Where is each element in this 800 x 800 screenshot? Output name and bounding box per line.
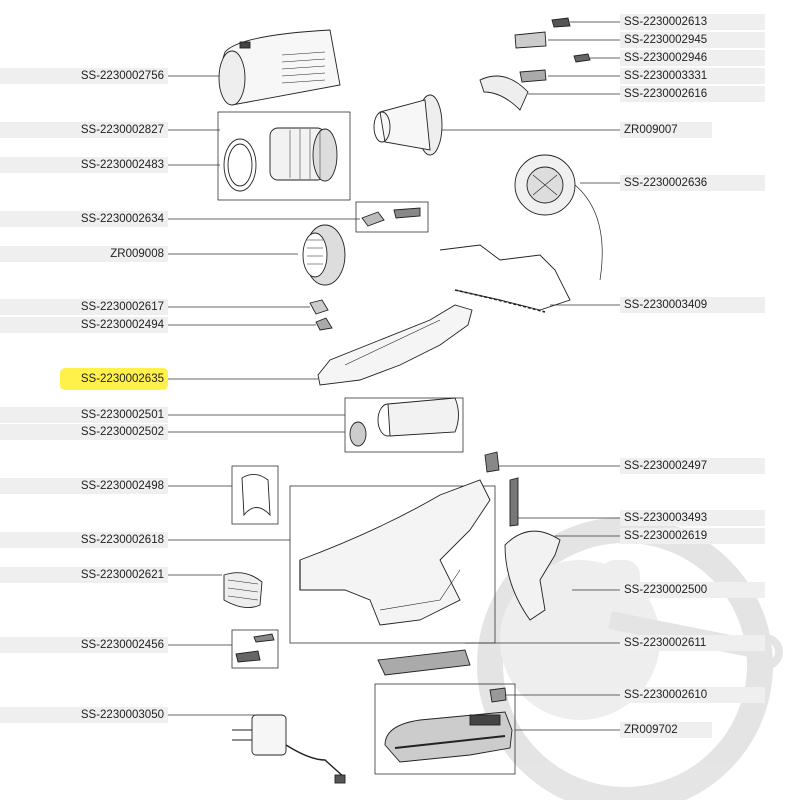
part-bracket-498 xyxy=(241,474,271,517)
part-latch-610 xyxy=(489,687,507,703)
part-filter-cartridge xyxy=(302,224,346,286)
part-grip xyxy=(223,572,263,609)
part-label-zr009702[interactable]: ZR009702 xyxy=(620,722,712,738)
part-label-zr009007[interactable]: ZR009007 xyxy=(620,122,712,138)
part-cyclone-housing xyxy=(218,29,341,106)
part-rail xyxy=(377,649,471,676)
part-battery-pack xyxy=(384,711,513,763)
part-label-ss-2230002483[interactable]: SS-2230002483 xyxy=(0,157,168,173)
part-label-ss-2230002497[interactable]: SS-2230002497 xyxy=(620,458,765,474)
part-rear-cover xyxy=(504,530,561,621)
part-filter-set xyxy=(223,127,338,192)
part-label-ss-2230003050[interactable]: SS-2230003050 xyxy=(0,707,168,723)
part-switch xyxy=(484,451,500,473)
part-label-ss-2230003331[interactable]: SS-2230003331 xyxy=(620,68,765,84)
part-wiring-harness xyxy=(439,244,571,313)
part-latch-a xyxy=(309,299,329,315)
part-label-ss-2230002616[interactable]: SS-2230002616 xyxy=(620,86,765,102)
part-screw-b xyxy=(514,31,547,49)
part-main-body xyxy=(299,479,491,626)
part-latch-b xyxy=(315,317,333,331)
part-nozzle xyxy=(349,397,459,447)
part-label-ss-2230002613[interactable]: SS-2230002613 xyxy=(620,14,765,30)
part-label-ss-2230002501[interactable]: SS-2230002501 xyxy=(0,407,168,423)
part-label-ss-2230002635-highlighted[interactable]: SS-2230002635 xyxy=(60,368,168,390)
part-label-ss-2230002498[interactable]: SS-2230002498 xyxy=(0,478,168,494)
part-label-ss-2230002610[interactable]: SS-2230002610 xyxy=(620,687,765,703)
part-label-ss-2230002617[interactable]: SS-2230002617 xyxy=(0,299,168,315)
part-motor-cap xyxy=(479,75,529,111)
part-label-ss-2230003493[interactable]: SS-2230003493 xyxy=(620,510,765,526)
part-label-ss-2230002500[interactable]: SS-2230002500 xyxy=(620,582,765,598)
part-bracket xyxy=(519,69,547,83)
part-label-ss-2230002634[interactable]: SS-2230002634 xyxy=(0,211,168,227)
part-screw-c xyxy=(573,53,591,63)
part-contact xyxy=(509,477,519,527)
part-motor-tube xyxy=(373,94,443,156)
part-label-ss-2230002621[interactable]: SS-2230002621 xyxy=(0,567,168,583)
part-label-ss-2230002945[interactable]: SS-2230002945 xyxy=(620,32,765,48)
part-label-ss-2230002756[interactable]: SS-2230002756 xyxy=(0,68,168,84)
part-label-ss-2230002502[interactable]: SS-2230002502 xyxy=(0,424,168,440)
part-label-ss-2230002618[interactable]: SS-2230002618 xyxy=(0,532,168,548)
part-label-ss-2230002636[interactable]: SS-2230002636 xyxy=(620,175,765,191)
part-label-ss-2230002619[interactable]: SS-2230002619 xyxy=(620,528,765,544)
part-screw-a xyxy=(551,17,571,28)
part-label-ss-2230002611[interactable]: SS-2230002611 xyxy=(620,635,765,651)
part-charger xyxy=(232,714,346,784)
part-motor xyxy=(514,154,603,281)
part-clip-set xyxy=(361,207,421,227)
part-label-ss-2230002494[interactable]: SS-2230002494 xyxy=(0,317,168,333)
part-label-ss-2230002946[interactable]: SS-2230002946 xyxy=(620,50,765,66)
part-label-ss-2230002456[interactable]: SS-2230002456 xyxy=(0,637,168,653)
part-label-zr009008[interactable]: ZR009008 xyxy=(0,246,168,262)
part-clip-456 xyxy=(235,633,275,663)
part-label-ss-2230003409[interactable]: SS-2230003409 xyxy=(620,297,765,313)
part-label-ss-2230002827[interactable]: SS-2230002827 xyxy=(0,122,168,138)
part-upper-cover xyxy=(317,304,473,386)
